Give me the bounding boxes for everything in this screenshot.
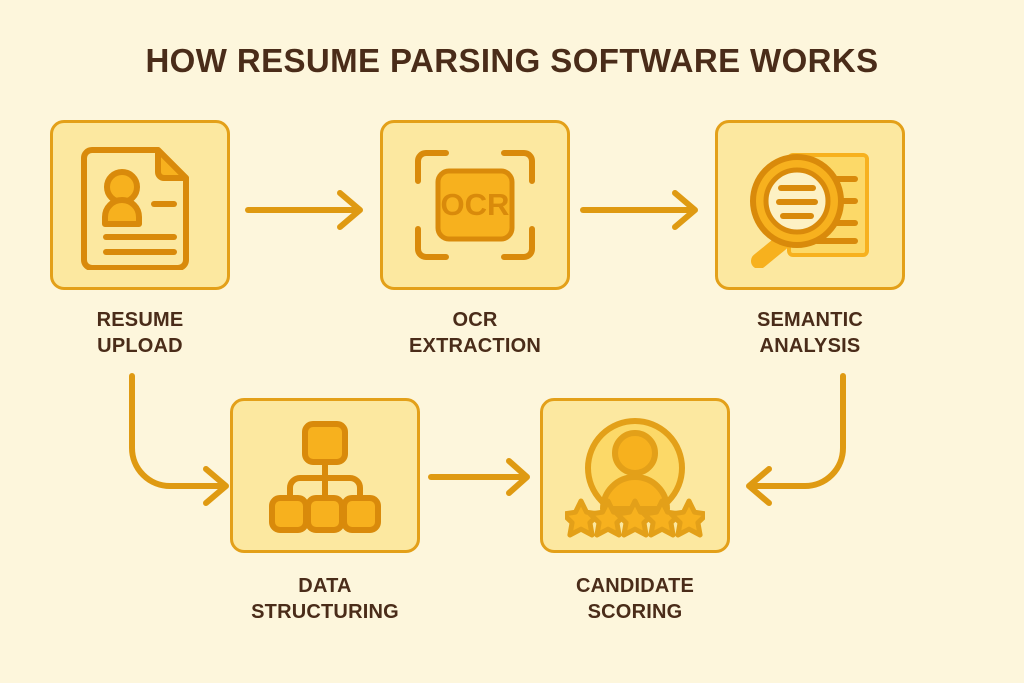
avatar-stars-icon — [565, 418, 705, 538]
hierarchy-tree-icon — [269, 420, 381, 533]
arrow-right-icon — [580, 190, 698, 230]
page-title: HOW RESUME PARSING SOFTWARE WORKS — [145, 42, 879, 79]
step-label-resume-upload: RESUME UPLOAD — [96, 309, 184, 357]
connector-data-structuring-to-candidate-scoring — [425, 455, 545, 500]
ocr-scanner-icon: OCR — [415, 150, 535, 260]
step-label-ocr-extraction: OCR EXTRACTION — [409, 309, 541, 357]
connector-ocr-to-semantic — [575, 185, 715, 235]
magnifier-document-icon — [749, 152, 869, 268]
ocr-badge-text: OCR — [441, 187, 510, 222]
connector-resume-upload-to-data-structuring — [110, 368, 240, 508]
step-card-candidate-scoring[interactable] — [540, 398, 730, 553]
resume-document-icon — [81, 147, 189, 270]
step-card-resume-upload[interactable] — [50, 120, 230, 290]
step-card-data-structuring[interactable] — [230, 398, 420, 553]
step-label-data-structuring: DATA STRUCTURING — [251, 575, 399, 623]
connector-resume-upload-to-ocr — [240, 185, 380, 235]
step-card-semantic-analysis[interactable] — [715, 120, 905, 290]
step-card-ocr-extraction[interactable]: OCR — [380, 120, 570, 290]
rating-stars — [565, 498, 705, 538]
step-label-candidate-scoring: CANDIDATE SCORING — [575, 575, 695, 623]
arrow-curve-left-icon — [746, 373, 846, 506]
connector-semantic-to-candidate-scoring — [735, 368, 865, 508]
arrow-curve-right-icon — [129, 373, 229, 506]
arrow-right-icon — [428, 458, 530, 496]
step-label-semantic-analysis: SEMANTIC ANALYSIS — [756, 309, 864, 357]
arrow-right-icon — [245, 190, 363, 230]
